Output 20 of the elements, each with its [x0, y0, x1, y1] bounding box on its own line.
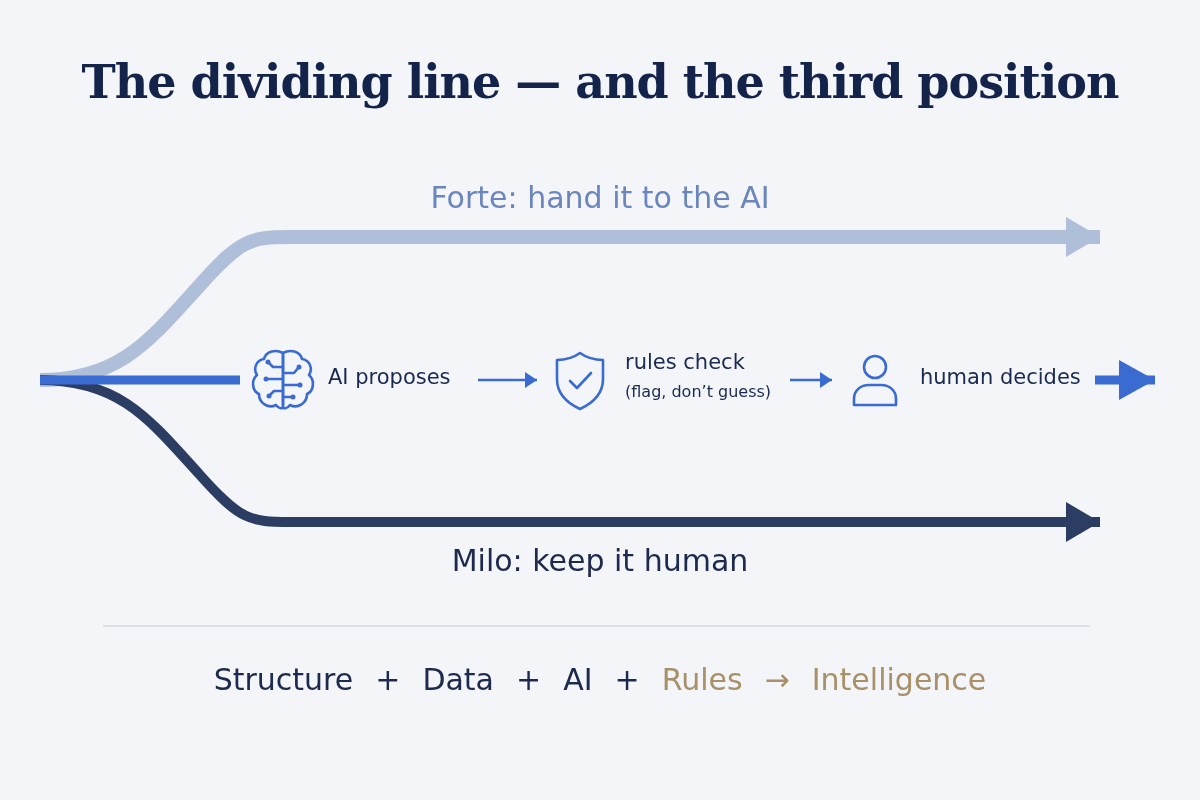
step-note: (flag, don’t guess) — [625, 382, 772, 401]
operator-sign: + — [516, 662, 542, 697]
title: The dividing line — and the third position — [80, 55, 1120, 109]
step-label: AI proposes — [328, 365, 451, 389]
step-label: rules check — [625, 350, 745, 374]
arrow — [790, 372, 832, 388]
arrow — [1095, 360, 1155, 400]
formula-term: Data — [422, 662, 494, 697]
step-label: human decides — [920, 365, 1081, 389]
formula-term: AI — [563, 662, 593, 697]
formula-term: Structure — [213, 662, 354, 697]
arrow — [478, 372, 537, 388]
formula-term: Rules — [661, 662, 743, 697]
connector-line — [40, 375, 240, 385]
operator-sign: + — [614, 662, 640, 697]
operator-sign: → — [764, 662, 790, 697]
branch-label: Forte: hand it to the AI — [429, 180, 771, 215]
branch-label: Milo: keep it human — [450, 543, 750, 578]
operator-sign: + — [375, 662, 401, 697]
formula-term: Intelligence — [811, 662, 987, 697]
